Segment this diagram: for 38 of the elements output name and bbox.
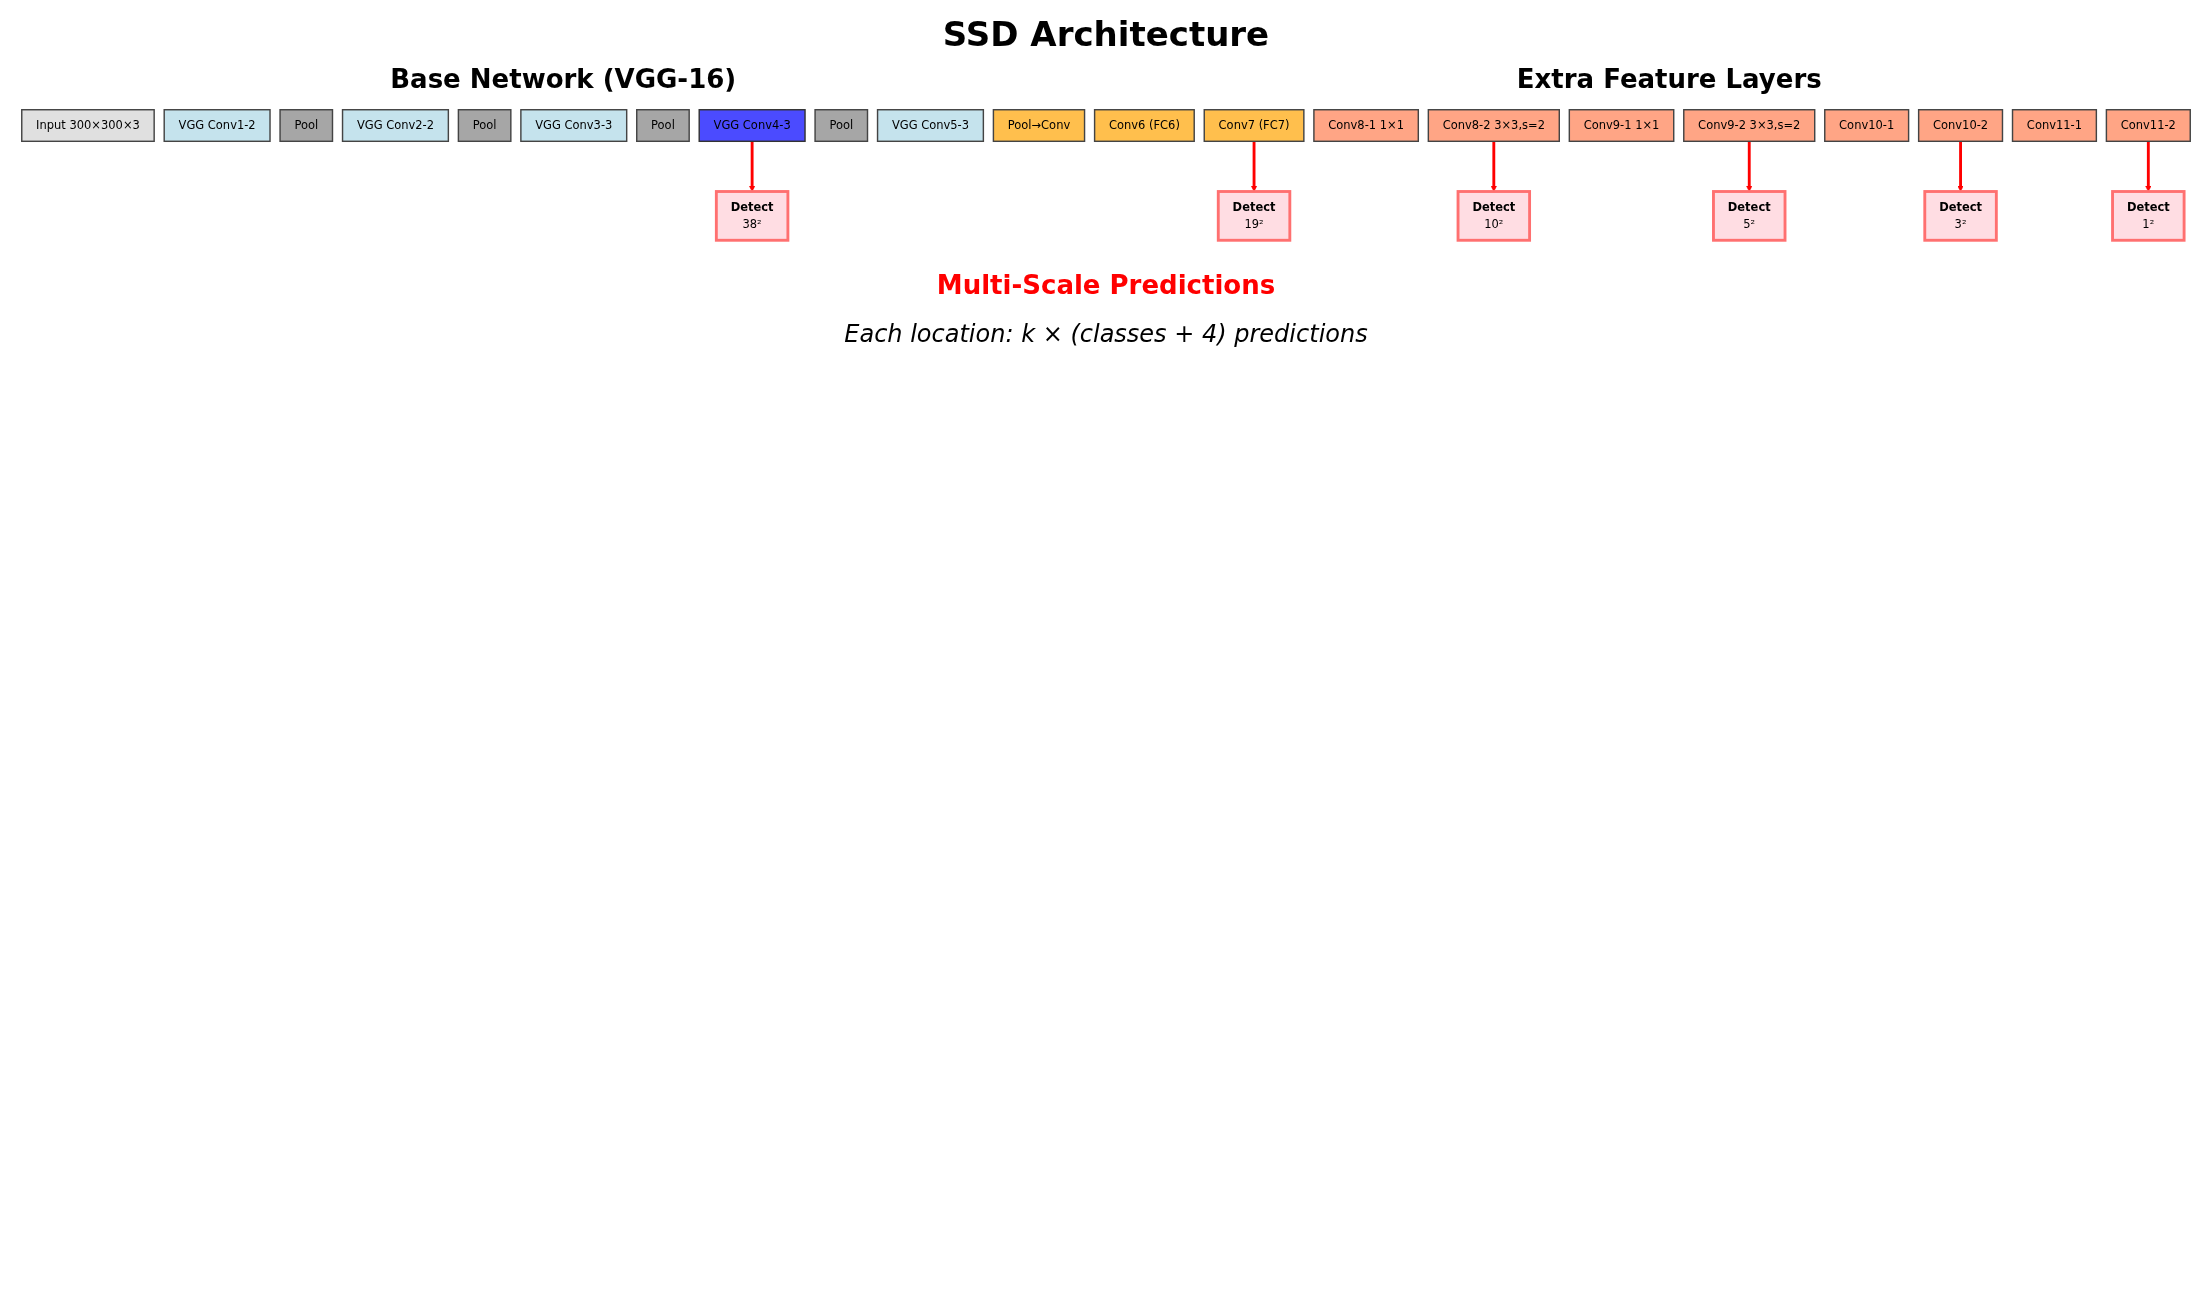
node-box: Input 300×300×3 xyxy=(21,109,155,142)
node-box: Conv6 (FC6) xyxy=(1093,109,1195,142)
node-box: Conv11-2 xyxy=(2105,109,2191,142)
node-box: Pool xyxy=(279,109,334,142)
node-box: Detect 19² xyxy=(1216,190,1292,242)
node-box: Pool xyxy=(457,109,512,142)
node-box: Conv9-2 3×3,s=2 xyxy=(1683,109,1816,142)
node-box: Detect 3² xyxy=(1923,190,1998,242)
section-heading: Multi-Scale Predictions xyxy=(935,270,1277,300)
node-box: VGG Conv4-3 xyxy=(698,109,806,142)
arrow xyxy=(1746,141,1753,192)
section-heading: Extra Feature Layers xyxy=(1516,64,1822,94)
node-box: Detect 1² xyxy=(2111,190,2186,242)
section-heading: Base Network (VGG-16) xyxy=(390,64,737,94)
node-box: Detect 38² xyxy=(714,190,790,242)
node-box: Conv10-2 xyxy=(1917,109,2004,142)
node-box: Conv11-1 xyxy=(2011,109,2098,142)
node-box: Conv8-1 1×1 xyxy=(1313,109,1419,142)
diagram-title: SSD Architecture xyxy=(941,14,1271,54)
node-box: Pool→Conv xyxy=(992,109,1086,142)
note: Each location: k × (classes + 4) predictions xyxy=(843,320,1369,348)
node-box: Conv8-2 3×3,s=2 xyxy=(1427,109,1560,142)
node-box: VGG Conv5-3 xyxy=(876,109,985,142)
arrow xyxy=(2145,141,2152,192)
node-box: Pool xyxy=(636,109,690,142)
node-box: Conv10-1 xyxy=(1824,109,1910,142)
arrow xyxy=(1250,141,1258,192)
arrow xyxy=(1490,141,1497,192)
node-box: Pool xyxy=(814,109,869,142)
arrow xyxy=(748,141,756,192)
node-box: VGG Conv3-3 xyxy=(520,109,628,142)
node-box: VGG Conv1-2 xyxy=(163,109,271,142)
node-box: Detect 5² xyxy=(1712,190,1787,242)
arrow xyxy=(1957,141,1964,192)
node-box: Conv9-1 1×1 xyxy=(1568,109,1675,142)
node-box: Conv7 (FC7) xyxy=(1203,109,1305,142)
node-box: VGG Conv2-2 xyxy=(341,109,450,142)
node-box: Detect 10² xyxy=(1456,190,1532,242)
